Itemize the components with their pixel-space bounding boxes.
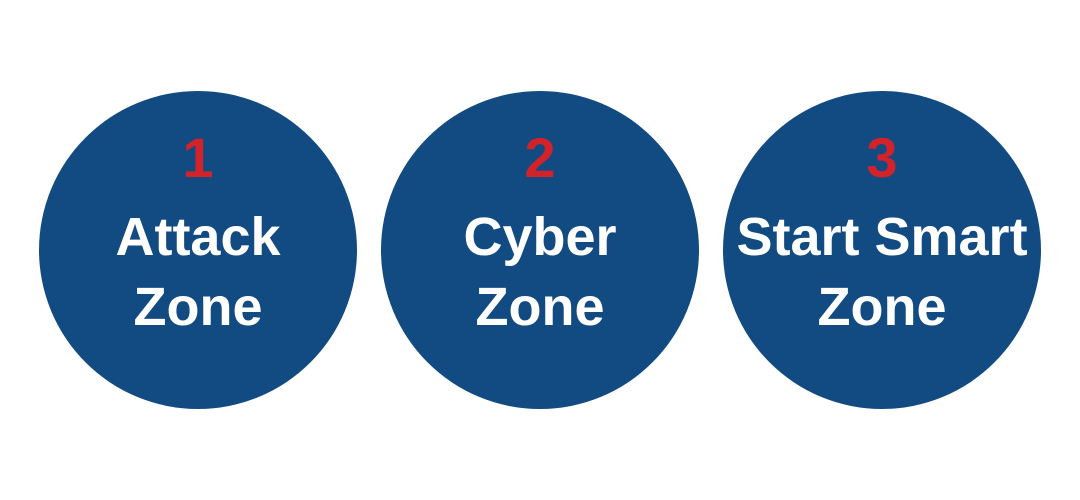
zone-content: 2 Cyber Zone [463,130,616,342]
zone-number-2: 2 [524,126,556,189]
zone-label-attack-zone: Attack Zone [115,207,281,337]
zone-number-3: 3 [866,126,898,189]
zone-content: 3 Start Smart Zone [736,130,1027,342]
zone-circle-attack: 1 Attack Zone [39,91,357,409]
zone-number-1: 1 [182,126,214,189]
zone-label-start-smart-zone: Start Smart Zone [736,207,1028,337]
zone-content: 1 Attack Zone [115,130,280,342]
zone-label-cyber-zone: Cyber Zone [463,207,617,337]
zone-circle-cyber: 2 Cyber Zone [381,91,699,409]
zone-circle-start-smart: 3 Start Smart Zone [723,91,1041,409]
